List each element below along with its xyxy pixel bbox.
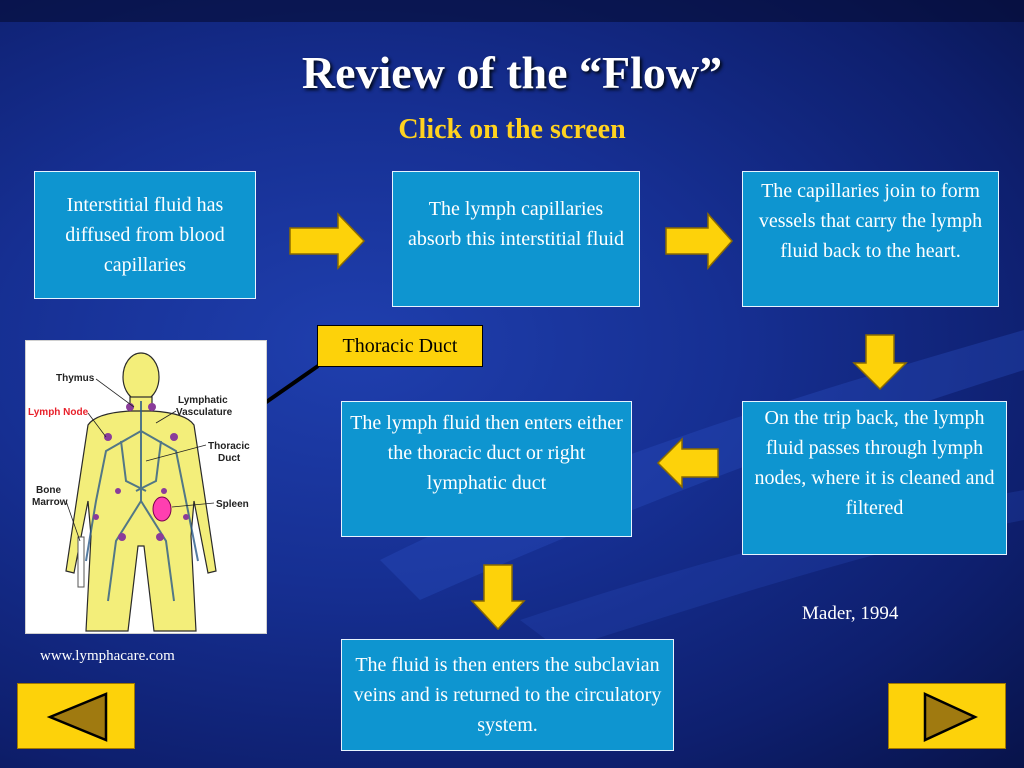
slide-title: Review of the “Flow” [301, 47, 723, 98]
flow-step-lymph-nodes: On the trip back, the lymph fluid passes… [742, 401, 1007, 555]
arrow-left-icon [656, 437, 719, 489]
thoracic-duct-callout: Thoracic Duct [317, 325, 483, 367]
citation: Mader, 1994 [802, 603, 899, 624]
label-spleen: Spleen [216, 499, 249, 510]
label-lymph-node: Lymph Node [28, 407, 89, 418]
flow-step-lymph-capillaries: The lymph capillaries absorb this inters… [392, 171, 640, 307]
arrow-right-icon [665, 212, 734, 270]
slide-subtitle: Click on the screen [398, 114, 626, 145]
flow-step-vessels-to-heart: The capillaries join to form vessels tha… [742, 171, 999, 307]
next-slide-button[interactable] [888, 683, 1006, 749]
triangle-left-icon [46, 692, 108, 742]
arrow-down-icon [470, 564, 526, 631]
flow-step-subclavian-veins: The fluid is then enters the subclavian … [341, 639, 674, 751]
flow-step-interstitial-fluid: Interstitial fluid has diffused from blo… [34, 171, 256, 299]
source-url: www.lymphacare.com [40, 648, 175, 664]
arrow-right-icon [289, 212, 366, 270]
previous-slide-button[interactable] [17, 683, 135, 749]
triangle-right-icon [923, 692, 978, 742]
label-thymus: Thymus [56, 373, 95, 384]
arrow-down-icon [852, 334, 908, 391]
flow-step-ducts: The lymph fluid then enters either the t… [341, 401, 632, 537]
